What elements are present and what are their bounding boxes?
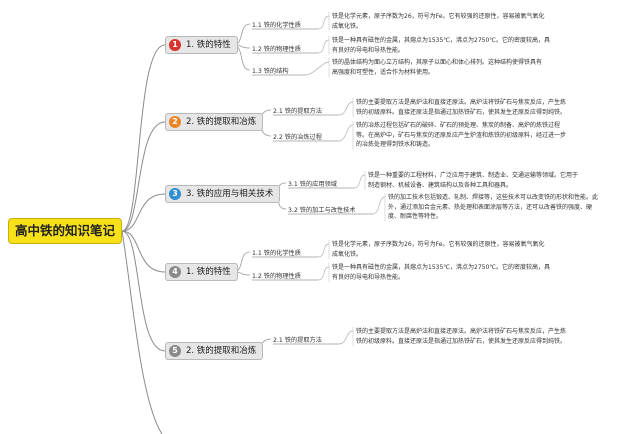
root-node[interactable]: 高中铁的知识笔记 xyxy=(8,218,122,244)
branch-number-badge: 2 xyxy=(169,116,181,128)
root-to-branch-connector xyxy=(121,230,166,273)
leaf-text-line: 有良好的导电和导热性能。 xyxy=(332,273,405,281)
sub-to-leaf-connector xyxy=(338,124,354,142)
leaf-text-block[interactable]: 铁的主要提取方法是高炉法和直接还原法。高炉法将铁矿石与焦炭反应，产生炼铁的初级原… xyxy=(356,327,566,346)
leaf-text-line: 铁的晶体结构为面心立方结构，其原子以面心和体心排列。这种结构使得铁具有 xyxy=(332,59,543,66)
leaf-text-block[interactable]: 铁是化学元素，原子序数为26，符号为Fe。它有较强的还原性，容易被氧气氧化成氧化… xyxy=(332,12,544,31)
sub-topic-label[interactable]: 1.1 铁的化学性质 xyxy=(252,22,301,29)
branch-label: 1. 铁的特性 xyxy=(186,267,231,277)
leaf-text-line: 外，通过添加合金元素、热处理和表面涂层等方法，还可以改善铁的强度、硬 xyxy=(388,203,593,211)
branch-label: 2. 铁的提取和冶炼 xyxy=(186,346,257,356)
leaf-text-line: 铁的主要提取方法是高炉法和直接还原法。高炉法将铁矿石与焦炭反应，产生炼 xyxy=(356,328,567,335)
root-trailing-connector xyxy=(121,230,163,434)
leaf-text-line: 铁是化学元素，原子序数为26，符号为Fe。它有较强的还原性，容易被氧气氧化 xyxy=(332,13,545,20)
sub-to-leaf-connector xyxy=(338,330,354,345)
branch-number-badge: 4 xyxy=(169,266,181,278)
sub-to-leaf-connector xyxy=(338,101,354,116)
branch-node[interactable]: 1 1. 铁的特性 xyxy=(165,36,238,54)
sub-to-leaf-connector xyxy=(317,243,330,258)
sub-topic-label[interactable]: 3.1 铁的应用领域 xyxy=(288,181,337,188)
sub-to-leaf-connector xyxy=(305,61,330,76)
sub-topic-label[interactable]: 2.2 铁的冶炼过程 xyxy=(273,134,322,141)
sub-topic-label[interactable]: 1.3 铁的结构 xyxy=(252,68,289,75)
leaf-text-line: 铁是化学元素，原子序数为26，符号为Fe。它有较强的还原性，容易被氧气氧化 xyxy=(332,241,545,248)
root-to-branch-connector xyxy=(121,230,166,352)
sub-to-leaf-connector xyxy=(317,15,330,30)
leaf-text-line: 铁的冶炼过程包括矿石的破碎、矿石的预处理、焦炭的制备、高炉的炼铁过程 xyxy=(356,122,561,129)
leaf-text-line: 铁的加工技术包括锻造、轧制、焊接等，这些技术可以改变铁的形状和性能。此 xyxy=(388,194,599,201)
branch-node[interactable]: 5 2. 铁的提取和冶炼 xyxy=(165,342,264,360)
sub-to-leaf-connector xyxy=(372,196,386,215)
leaf-text-line: 的冶炼处理得到铁水和铸造。 xyxy=(356,141,435,148)
leaf-text-line: 铁是一种具有磁性的金属，其熔点为1535℃，沸点为2750℃。它的密度较高，具 xyxy=(332,37,551,44)
leaf-text-block[interactable]: 铁的主要提取方法是高炉法和直接还原法。高炉法将铁矿石与焦炭反应，产生炼铁的初级原… xyxy=(356,98,566,117)
leaf-text-block[interactable]: 铁是一种重要的工程材料，广泛应用于建筑、制造业、交通运输等领域。它用于制造钢材、… xyxy=(368,171,578,190)
branch-node[interactable]: 4 1. 铁的特性 xyxy=(165,263,238,281)
leaf-text-line: 成氧化铁。 xyxy=(332,250,363,258)
leaf-text-line: 铁的主要提取方法是高炉法和直接还原法。高炉法将铁矿石与焦炭反应，产生炼 xyxy=(356,99,567,106)
branch-node[interactable]: 2 2. 铁的提取和冶炼 xyxy=(165,113,264,131)
leaf-text-line: 有良好的导电和导热性能。 xyxy=(332,46,405,54)
leaf-text-line: 铁是一种重要的工程材料，广泛应用于建筑、制造业、交通运输等领域。它用于 xyxy=(368,172,579,179)
leaf-text-block[interactable]: 铁的加工技术包括锻造、轧制、焊接等，这些技术可以改变铁的形状和性能。此外，通过添… xyxy=(388,193,598,222)
leaf-text-line: 铁的初级原料。直接还原法是指通过加热铁矿石，使其发生还原反应得到纯铁。 xyxy=(356,337,567,345)
leaf-text-line: 铁的初级原料。直接还原法是指通过加热铁矿石，使其发生还原反应得到纯铁。 xyxy=(356,108,567,116)
leaf-text-block[interactable]: 铁是一种具有磁性的金属，其熔点为1535℃，沸点为2750℃。它的密度较高，具有… xyxy=(332,36,550,55)
leaf-text-block[interactable]: 铁是化学元素，原子序数为26，符号为Fe。它有较强的还原性，容易被氧气氧化成氧化… xyxy=(332,240,544,259)
leaf-text-block[interactable]: 铁的晶体结构为面心立方结构，其原子以面心和体心排列。这种结构使得铁具有高强度和可… xyxy=(332,58,542,77)
sub-to-leaf-connector xyxy=(317,266,330,281)
sub-topic-label[interactable]: 3.2 铁的加工与改性技术 xyxy=(288,207,356,214)
sub-to-leaf-connector xyxy=(353,174,366,189)
branch-number-badge: 3 xyxy=(169,188,181,200)
sub-topic-label[interactable]: 2.1 铁的提取方法 xyxy=(273,108,322,115)
sub-to-leaf-connector xyxy=(317,39,330,54)
leaf-text-block[interactable]: 铁的冶炼过程包括矿石的破碎、矿石的预处理、焦炭的制备、高炉的炼铁过程等。在高炉中… xyxy=(356,121,566,150)
branch-number-badge: 5 xyxy=(169,345,181,357)
leaf-text-line: 铁是一种具有磁性的金属，其熔点为1535℃，沸点为2750℃。它的密度较高，具 xyxy=(332,264,551,271)
leaf-text-line: 制造钢材、机械设备、建筑结构以及各种工具和器具。 xyxy=(368,181,513,189)
branch-number-badge: 1 xyxy=(169,39,181,51)
leaf-text-line: 成氧化铁。 xyxy=(332,22,363,30)
leaf-text-line: 高强度和可塑性，适合作为材料使用。 xyxy=(332,68,435,76)
leaf-text-line: 度、耐腐性等特性。 xyxy=(388,213,443,220)
branch-label: 2. 铁的提取和冶炼 xyxy=(186,117,257,127)
sub-topic-label[interactable]: 1.2 铁的物理性质 xyxy=(252,273,301,280)
branch-node[interactable]: 3 3. 铁的应用与相关技术 xyxy=(165,185,281,203)
leaf-text-block[interactable]: 铁是一种具有磁性的金属，其熔点为1535℃，沸点为2750℃。它的密度较高，具有… xyxy=(332,263,550,282)
root-to-branch-connector xyxy=(121,193,166,232)
root-to-branch-connector xyxy=(121,121,166,232)
branch-label: 1. 铁的特性 xyxy=(186,40,231,50)
sub-topic-label[interactable]: 1.1 铁的化学性质 xyxy=(252,250,301,257)
branch-label: 3. 铁的应用与相关技术 xyxy=(186,189,274,199)
sub-topic-label[interactable]: 2.1 铁的提取方法 xyxy=(273,337,322,344)
sub-topic-label[interactable]: 1.2 铁的物理性质 xyxy=(252,46,301,53)
leaf-text-line: 等。在高炉中，矿石与焦炭的还原反应产生炉渣和炼铁的初级原料，经过进一步 xyxy=(356,131,567,139)
root-to-branch-connector xyxy=(121,44,166,232)
